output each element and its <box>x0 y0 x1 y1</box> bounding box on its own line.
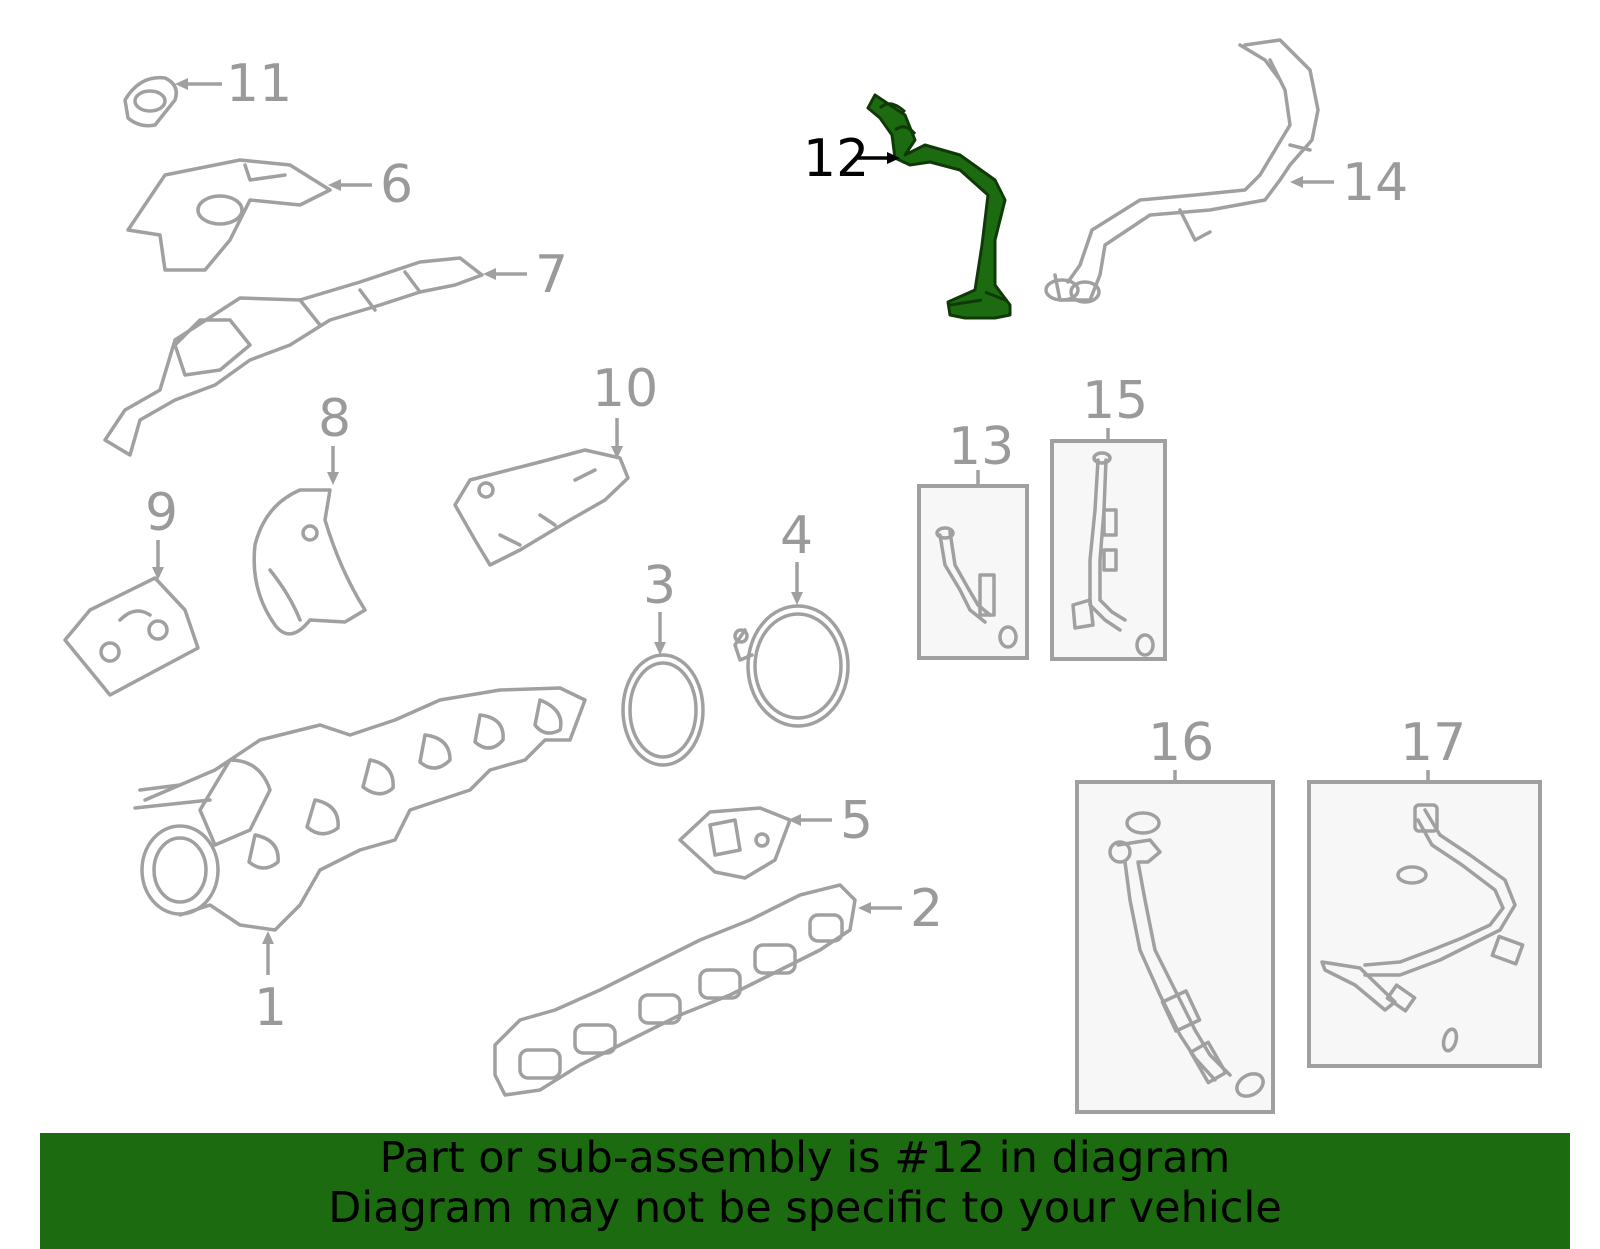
callout-10[interactable]: 10 <box>592 359 658 419</box>
callout-15[interactable]: 15 <box>1082 371 1148 431</box>
part-14-pipe[interactable] <box>1044 38 1320 304</box>
arrow-2 <box>858 902 871 914</box>
arrow-11 <box>175 78 188 90</box>
part-5-bracket[interactable] <box>678 806 792 880</box>
arrow-3 <box>654 642 666 655</box>
part-3-gasket[interactable] <box>621 653 705 767</box>
part-12-coolant-hose[interactable] <box>866 93 1012 320</box>
banner-line-1: Part or sub-assembly is #12 in diagram <box>379 1133 1231 1183</box>
part-11-cap[interactable] <box>123 75 178 128</box>
part-16-oil-line[interactable] <box>1108 811 1267 1101</box>
part-1-exhaust-manifold-turbo[interactable] <box>133 686 587 932</box>
arrow-4 <box>791 592 803 605</box>
callout-2[interactable]: 2 <box>910 879 943 939</box>
arrow-8 <box>327 472 339 485</box>
part-6-heat-shield[interactable] <box>126 158 332 272</box>
arrow-9 <box>152 567 164 580</box>
arrow-6 <box>328 179 341 191</box>
part-4-clamp[interactable] <box>733 604 850 728</box>
arrow-1 <box>262 931 274 944</box>
part-2-manifold-gasket[interactable] <box>493 883 857 1097</box>
part-10-bracket[interactable] <box>453 448 630 567</box>
callout-11[interactable]: 11 <box>226 54 292 114</box>
callout-9[interactable]: 9 <box>145 483 178 543</box>
callout-12[interactable]: 12 <box>803 129 869 189</box>
part-16-box <box>1075 780 1275 1114</box>
part-15-pipe-assembly[interactable] <box>1071 451 1155 657</box>
callout-5[interactable]: 5 <box>840 791 873 851</box>
part-8-heat-shield[interactable] <box>252 488 367 636</box>
callout-8[interactable]: 8 <box>318 389 351 449</box>
part-13-box <box>917 484 1029 660</box>
arrow-14 <box>1290 176 1303 188</box>
arrow-10 <box>611 446 623 459</box>
callout-7[interactable]: 7 <box>535 245 568 305</box>
arrow-5 <box>788 814 801 826</box>
callout-1[interactable]: 1 <box>254 978 287 1038</box>
callout-4[interactable]: 4 <box>780 506 813 566</box>
callout-17[interactable]: 17 <box>1400 713 1466 773</box>
part-13-pipe-assembly[interactable] <box>935 526 1018 649</box>
arrow-7 <box>483 268 496 280</box>
callout-16[interactable]: 16 <box>1148 713 1214 773</box>
part-17-oil-line[interactable] <box>1320 803 1525 1053</box>
callout-13[interactable]: 13 <box>948 417 1014 477</box>
callout-3[interactable]: 3 <box>643 556 676 616</box>
banner-line-2: Diagram may not be specific to your vehi… <box>328 1183 1282 1233</box>
part-7-heat-shield[interactable] <box>103 256 484 457</box>
info-banner: Part or sub-assembly is #12 in diagram D… <box>40 1133 1570 1249</box>
callout-14[interactable]: 14 <box>1342 153 1408 213</box>
arrow-12 <box>887 152 900 164</box>
part-9-shield[interactable] <box>63 576 200 697</box>
callout-6[interactable]: 6 <box>380 155 413 215</box>
